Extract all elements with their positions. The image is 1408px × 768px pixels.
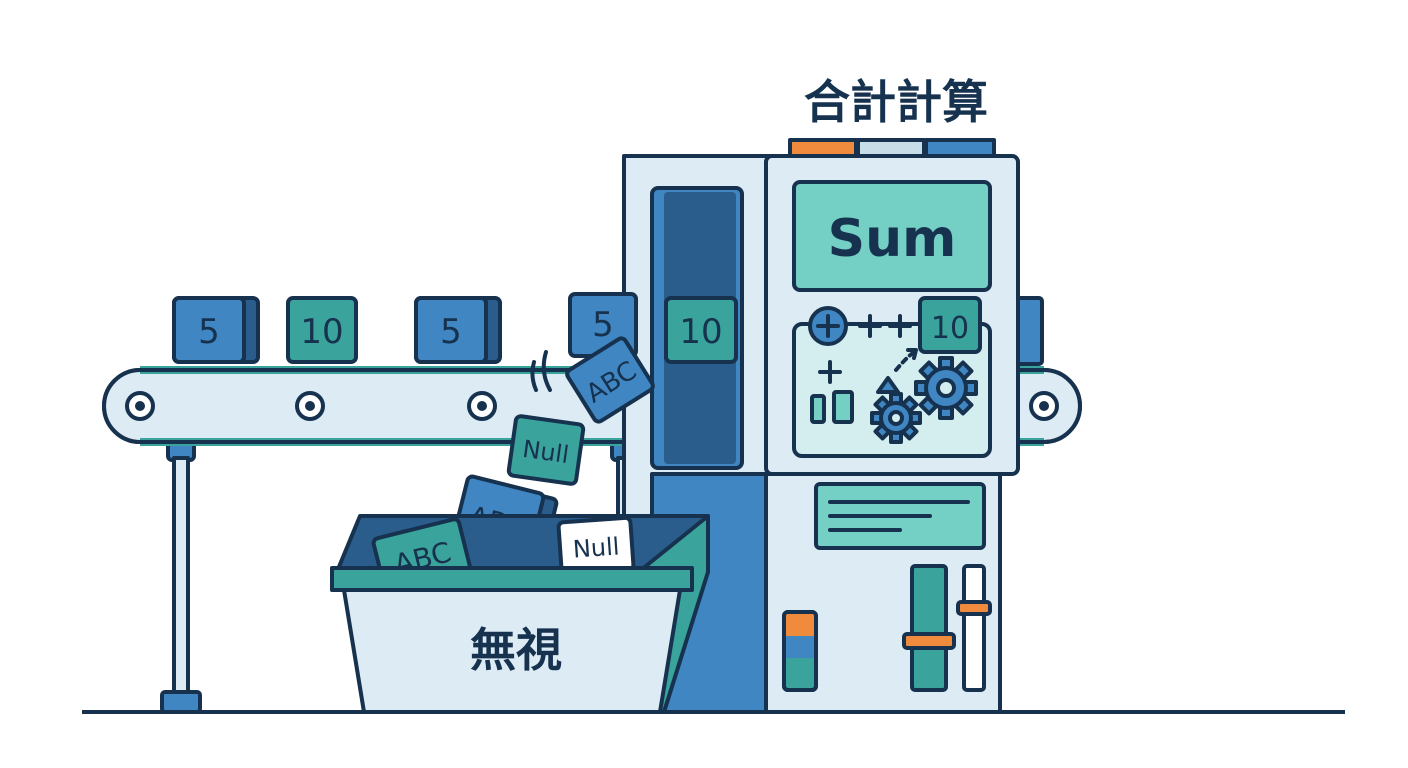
plus-icon (818, 360, 842, 384)
number-block (286, 296, 358, 364)
bin-block: Null (556, 515, 636, 577)
motion-lines (530, 350, 552, 392)
slider-control (956, 564, 992, 692)
slider-control (902, 564, 956, 692)
number-block (414, 296, 502, 364)
calc-display (792, 306, 992, 458)
number-block (664, 296, 738, 364)
panel-number-label: 10 (931, 311, 969, 346)
roller (295, 391, 325, 421)
number-block-label: 10 (300, 312, 343, 352)
sum-screen (792, 180, 992, 292)
bin-block-label: Null (572, 532, 620, 563)
falling-block-label: Null (521, 435, 571, 469)
machine-title: 合計計算 (804, 75, 988, 129)
number-block-label: 5 (592, 305, 614, 345)
discard-bin (330, 514, 710, 714)
number-block-label: 5 (198, 312, 220, 352)
number-block-label: 5 (440, 312, 462, 352)
gear-icon (914, 356, 978, 420)
info-slot (814, 482, 986, 550)
falling-block: Null (506, 414, 586, 486)
number-block (172, 296, 260, 364)
indicator-light (782, 610, 818, 692)
bin-label: 無視 (470, 623, 562, 677)
roller (1029, 391, 1059, 421)
roller (467, 391, 497, 421)
panel-number-block (918, 296, 982, 354)
roller (125, 391, 155, 421)
gear-icon (870, 392, 922, 444)
sum-screen-label: Sum (828, 209, 957, 269)
number-block-label: 10 (679, 312, 722, 352)
falling-block: ABC (565, 336, 655, 424)
